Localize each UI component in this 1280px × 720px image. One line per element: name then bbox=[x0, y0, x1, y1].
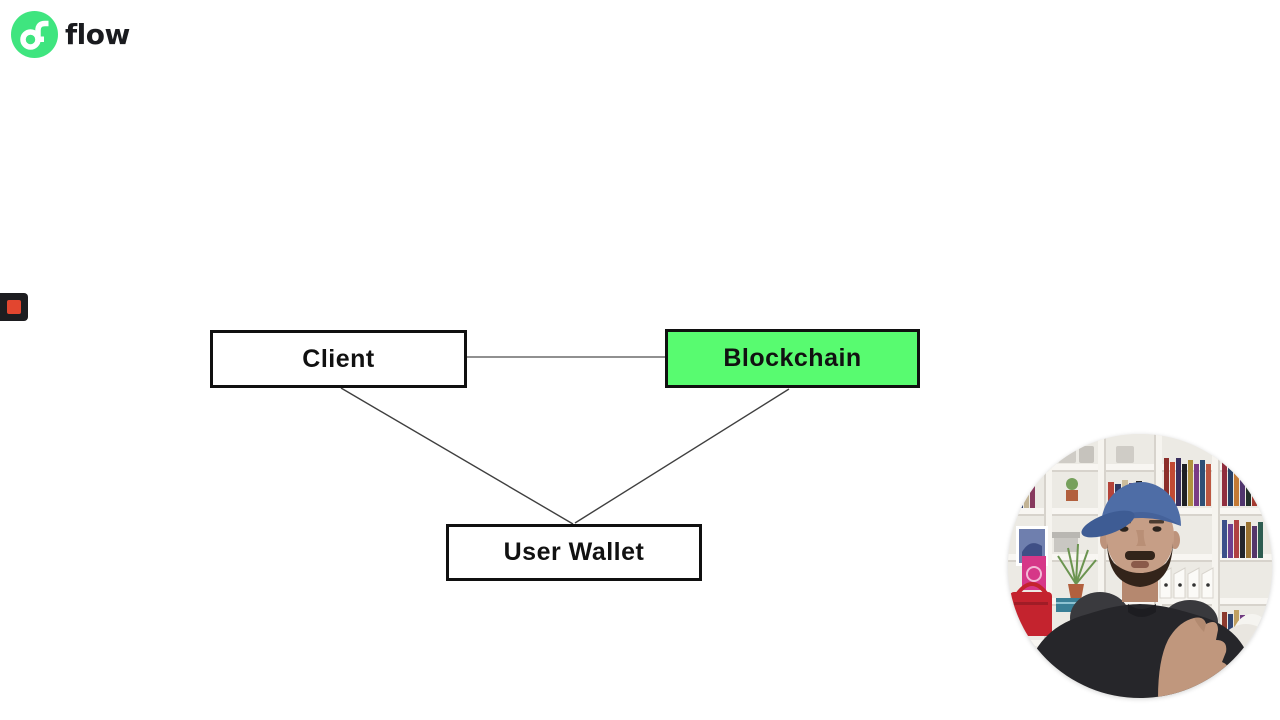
flow-wordmark: flow bbox=[65, 18, 130, 51]
webcam-overlay bbox=[1008, 434, 1272, 698]
presenter bbox=[1022, 482, 1258, 698]
diagram-node-client: Client bbox=[210, 330, 467, 388]
edge-blockchain-user-wallet bbox=[574, 388, 790, 524]
flow-logo: flow bbox=[11, 11, 130, 58]
diagram-node-user-wallet: User Wallet bbox=[446, 524, 702, 581]
flow-logo-icon bbox=[11, 11, 58, 58]
webcam-scene bbox=[1008, 434, 1272, 698]
edge-client-user-wallet bbox=[340, 387, 574, 525]
diagram-node-blockchain: Blockchain bbox=[665, 329, 920, 388]
stop-square-icon bbox=[7, 300, 21, 314]
recording-indicator[interactable] bbox=[0, 293, 28, 321]
